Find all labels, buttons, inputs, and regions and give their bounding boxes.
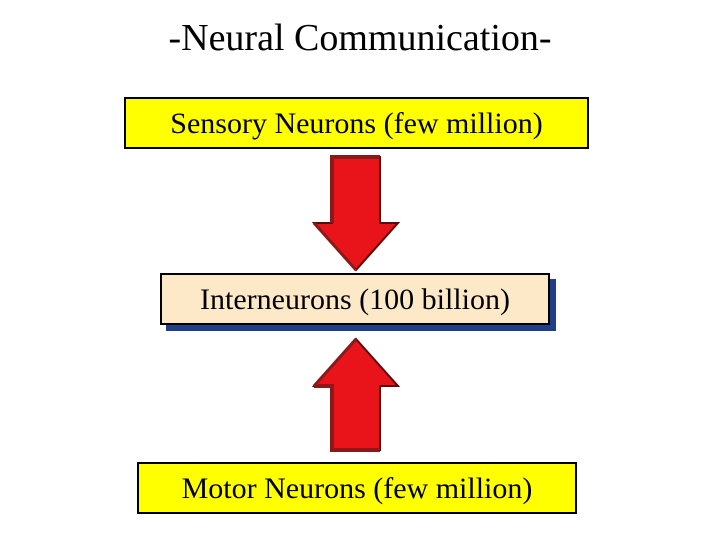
motor-neurons-box: Motor Neurons (few million) bbox=[137, 462, 577, 514]
arrow-up-icon bbox=[311, 337, 401, 452]
sensory-neurons-box: Sensory Neurons (few million) bbox=[124, 97, 589, 149]
arrow-down-icon bbox=[311, 155, 401, 272]
slide-title: -Neural Communication- bbox=[168, 17, 552, 59]
interneurons-box: Interneurons (100 billion) bbox=[160, 273, 550, 325]
